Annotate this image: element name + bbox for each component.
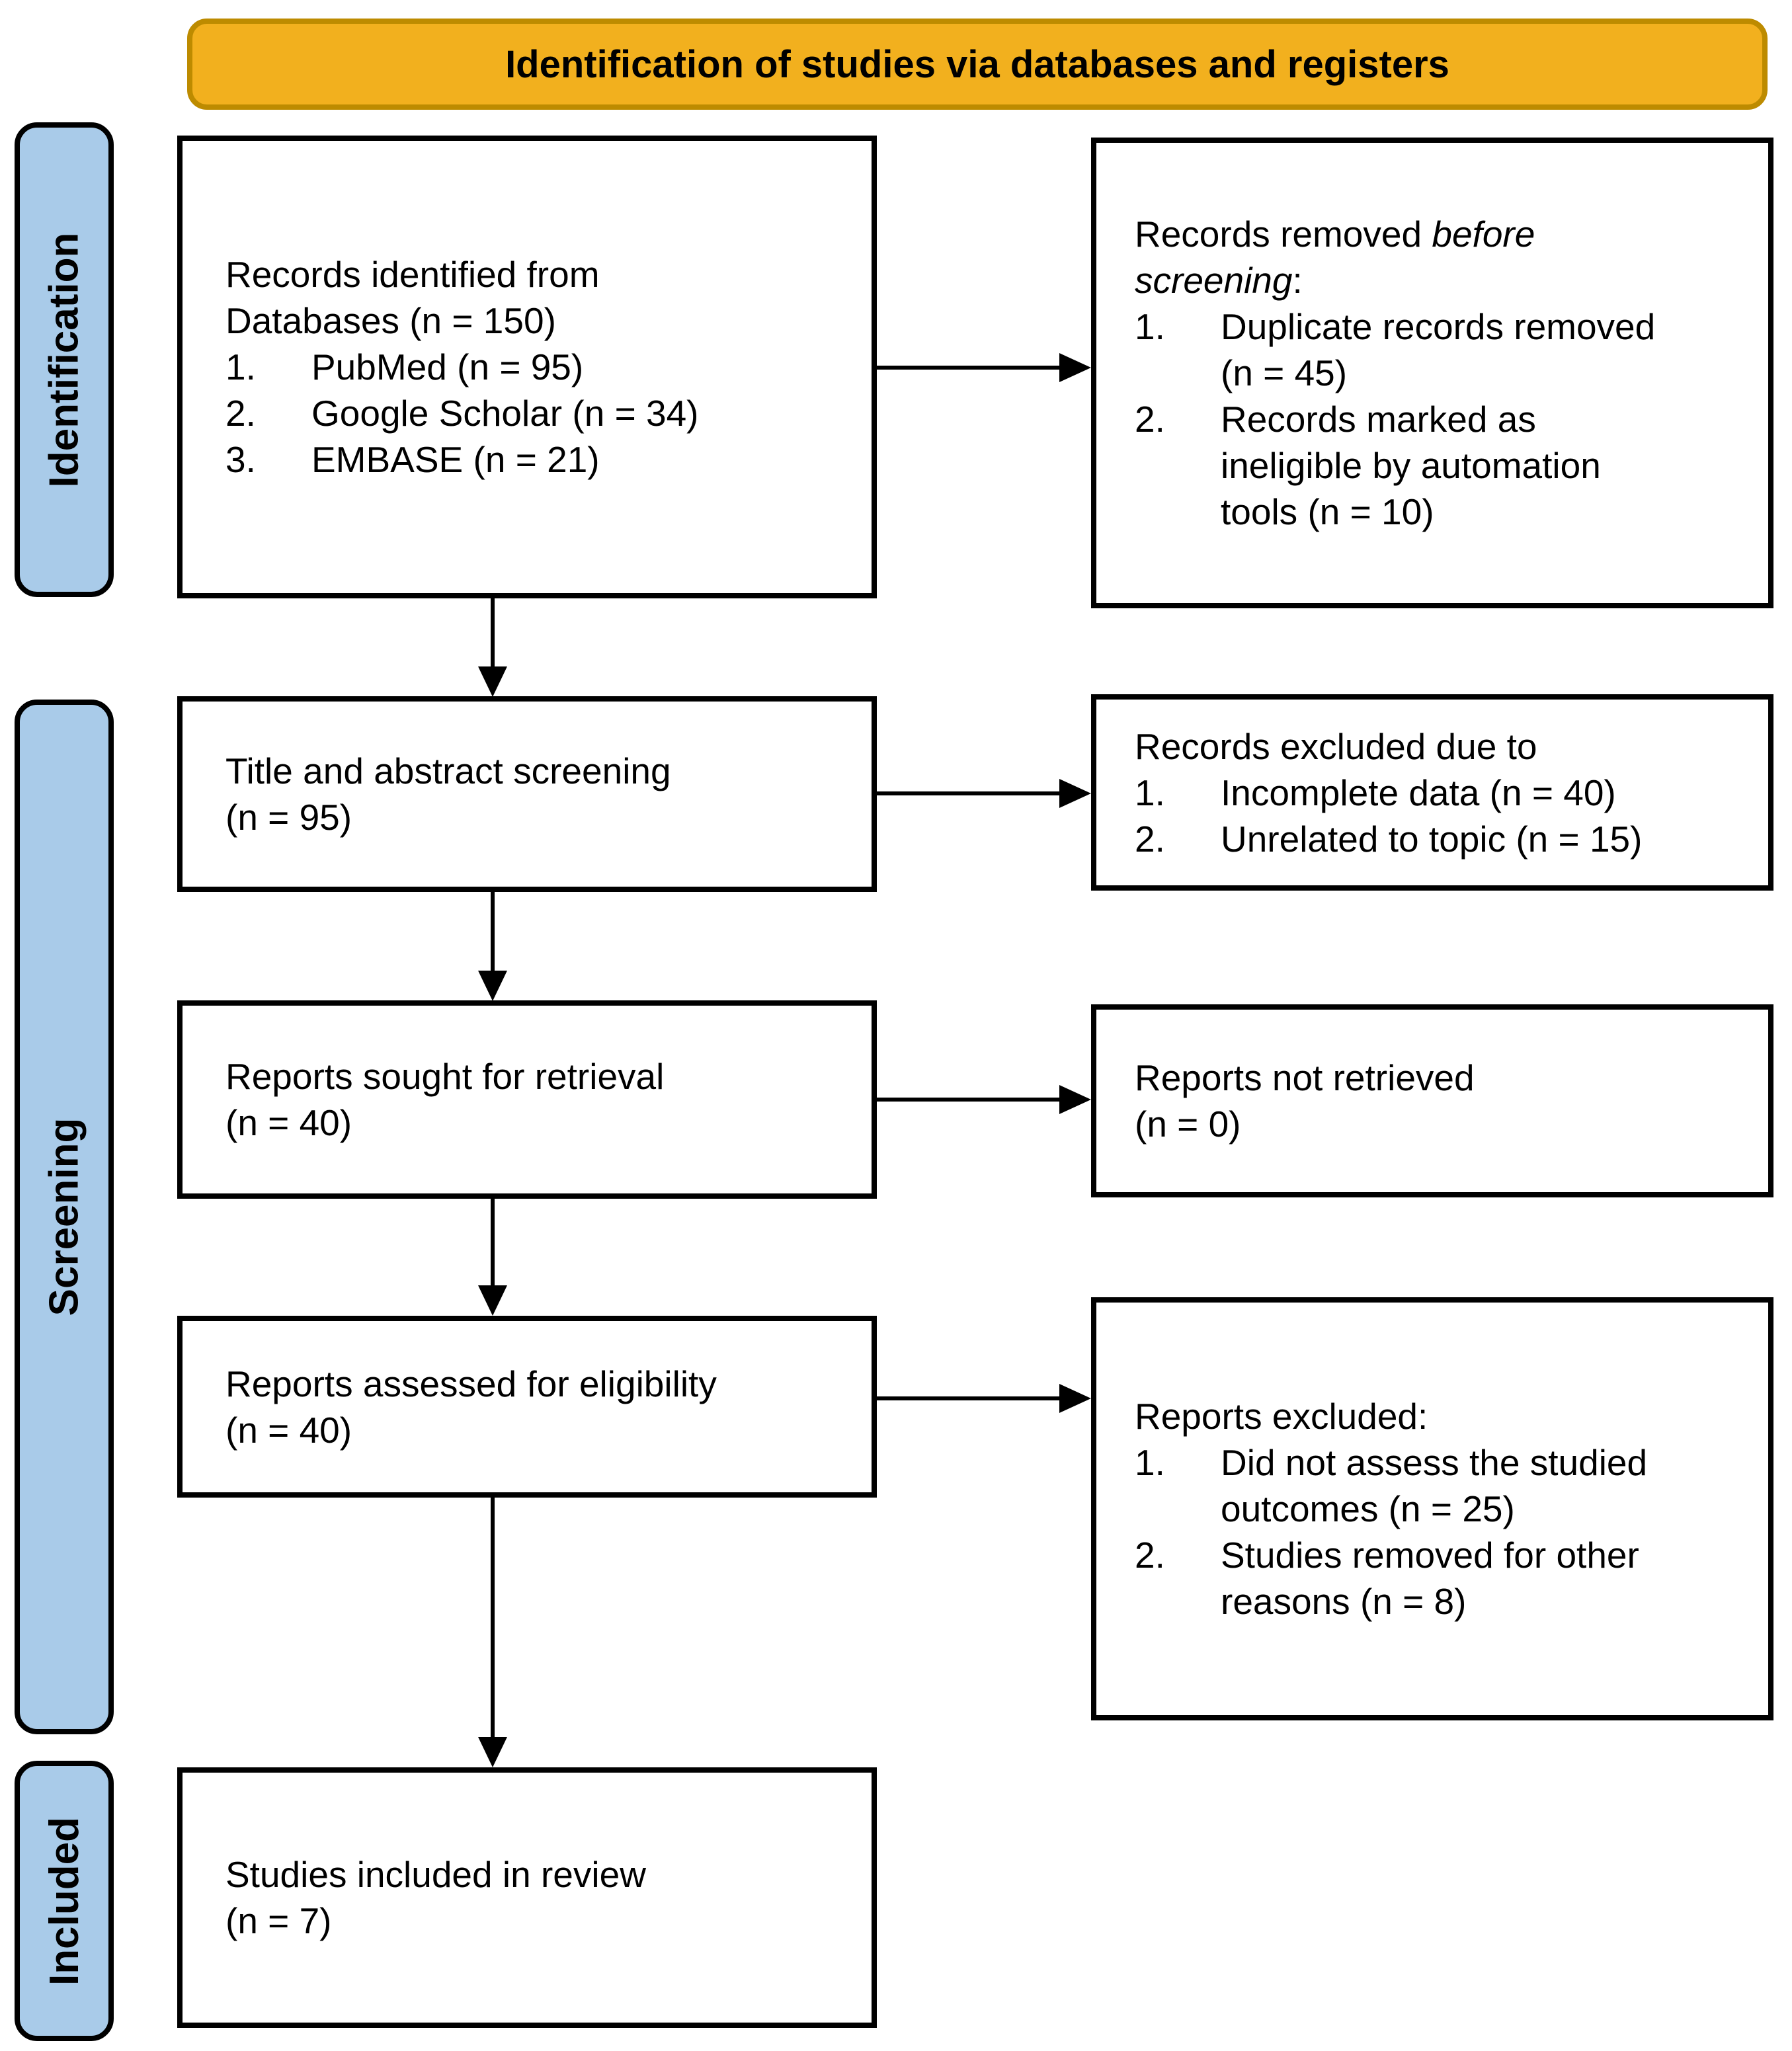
- studies-included-line1: Studies included in review: [225, 1854, 646, 1895]
- reports-excluded-list: Did not assess the studied outcomes (n =…: [1135, 1439, 1669, 1625]
- arrow-head-screening-to-sought: [478, 971, 507, 1001]
- arrow-head-sought-to-assessed: [478, 1285, 507, 1316]
- records-identified-line1: Records identified from: [225, 254, 600, 295]
- arrow-line-assessed-to-excluded: [877, 1396, 1059, 1400]
- box-reports-sought: Reports sought for retrieval (n = 40): [177, 1000, 877, 1199]
- box-records-excluded: Records excluded due to Incomplete data …: [1091, 694, 1773, 891]
- records-excluded-title: Records excluded due to: [1135, 725, 1537, 767]
- arrow-line-identified-to-removed: [877, 366, 1059, 370]
- records-excluded-list: Incomplete data (n = 40) Unrelated to to…: [1135, 770, 1669, 862]
- reports-sought-line1: Reports sought for retrieval: [225, 1056, 665, 1097]
- list-item: Did not assess the studied outcomes (n =…: [1135, 1439, 1648, 1529]
- title-abstract-line1: Title and abstract screening: [225, 750, 671, 791]
- list-item: Duplicate records removed (n = 45): [1135, 303, 1656, 393]
- arrow-head-assessed-to-included: [478, 1737, 507, 1767]
- arrow-head-identified-to-screening: [478, 666, 507, 697]
- box-records-removed: Records removed before screening: Duplic…: [1091, 138, 1773, 608]
- box-reports-not-retrieved: Reports not retrieved (n = 0): [1091, 1004, 1773, 1197]
- reports-excluded-title: Reports excluded:: [1135, 1396, 1428, 1437]
- records-removed-line2: screening:: [1135, 257, 1669, 303]
- reports-not-retrieved-line1: Reports not retrieved: [1135, 1057, 1475, 1098]
- list-item: PubMed (n = 95): [225, 344, 584, 390]
- reports-not-retrieved-line2: (n = 0): [1135, 1104, 1241, 1145]
- arrow-head-screening-to-excluded: [1059, 779, 1091, 808]
- stage-label-included: Included: [41, 1816, 87, 1986]
- list-item: Incomplete data (n = 40): [1135, 770, 1616, 816]
- arrow-line-assessed-to-included: [491, 1498, 495, 1738]
- box-title-abstract-screening: Title and abstract screening (n = 95): [177, 696, 877, 892]
- arrow-line-sought-to-assessed: [491, 1199, 495, 1286]
- arrow-line-sought-to-not-retrieved: [877, 1098, 1059, 1102]
- box-records-identified: Records identified from Databases (n = 1…: [177, 136, 877, 598]
- list-item: Google Scholar (n = 34): [225, 390, 699, 436]
- arrow-head-identified-to-removed: [1059, 353, 1091, 382]
- arrow-head-sought-to-not-retrieved: [1059, 1085, 1091, 1114]
- arrow-line-screening-to-excluded: [877, 791, 1059, 795]
- stage-tab-included: Included: [15, 1761, 114, 2041]
- box-reports-assessed: Reports assessed for eligibility (n = 40…: [177, 1316, 877, 1498]
- records-identified-list: PubMed (n = 95) Google Scholar (n = 34) …: [225, 344, 746, 483]
- records-removed-line1-normal: Records removed: [1135, 214, 1432, 255]
- box-reports-excluded: Reports excluded: Did not assess the stu…: [1091, 1297, 1773, 1720]
- stage-label-screening: Screening: [41, 1117, 87, 1316]
- studies-included-line2: (n = 7): [225, 1900, 332, 1941]
- stage-label-identification: Identification: [41, 232, 87, 487]
- arrow-head-assessed-to-excluded: [1059, 1384, 1091, 1413]
- reports-sought-line2: (n = 40): [225, 1102, 352, 1143]
- list-item: Studies removed for other reasons (n = 8…: [1135, 1532, 1639, 1622]
- records-removed-line2-normal: :: [1292, 260, 1303, 301]
- banner: Identification of studies via databases …: [187, 19, 1768, 110]
- records-removed-line1-italic: before: [1432, 214, 1535, 255]
- reports-assessed-line1: Reports assessed for eligibility: [225, 1363, 717, 1404]
- stage-tab-identification: Identification: [15, 122, 114, 597]
- list-item: EMBASE (n = 21): [225, 436, 600, 483]
- list-item: Unrelated to topic (n = 15): [1135, 816, 1643, 862]
- box-studies-included: Studies included in review (n = 7): [177, 1767, 877, 2028]
- title-abstract-line2: (n = 95): [225, 797, 352, 838]
- banner-title: Identification of studies via databases …: [505, 42, 1449, 86]
- arrow-line-identified-to-screening: [491, 598, 495, 668]
- arrow-line-screening-to-sought: [491, 892, 495, 971]
- records-removed-line2-italic: screening: [1135, 260, 1293, 301]
- reports-assessed-line2: (n = 40): [225, 1409, 352, 1451]
- records-identified-line2: Databases (n = 150): [225, 300, 556, 341]
- list-item: Records marked as ineligible by automati…: [1135, 396, 1601, 532]
- records-removed-line1: Records removed before: [1135, 211, 1669, 257]
- stage-tab-screening: Screening: [15, 700, 114, 1734]
- records-removed-list: Duplicate records removed (n = 45) Recor…: [1135, 303, 1669, 535]
